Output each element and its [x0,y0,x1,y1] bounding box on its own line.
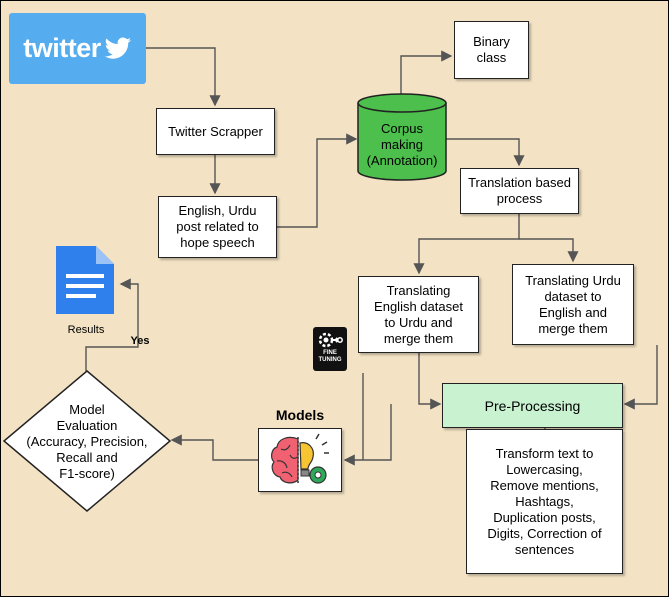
edge-pre-models [343,404,392,466]
edge-corpus-binary [400,50,453,96]
models-box [258,428,342,492]
translation-process-box: Translation based process [460,168,579,214]
corpus-label: Corpus making (Annotation) [366,121,438,168]
edge-models-eval [170,434,258,461]
document-icon [56,246,114,314]
edge-eval-results [85,278,139,371]
translate-urdu-box: Translating Urdu dataset to English and … [512,264,634,345]
evaluation-label: Model Evaluation (Accuracy, Precision, R… [26,402,148,481]
preprocessing-label: Pre-Processing [484,397,581,414]
translate-english-label: Translating English dataset to Urdu and … [374,282,463,346]
translate-english-box: Translating English dataset to Urdu and … [358,276,479,353]
preprocessing-steps-label: Transform text to Lowercasing, Remove me… [487,445,602,557]
gear-icon [318,332,343,348]
models-title: Models [275,407,325,423]
translate-urdu-label: Translating Urdu dataset to English and … [525,272,621,336]
evaluation-diamond [2,370,172,512]
edge-logo-scrapper [146,47,221,107]
yes-label: Yes [130,335,150,347]
twitter-logo: twitter [9,13,146,84]
brain-gear-icon [271,433,329,484]
fine-tuning-icon: FINE TUNING [313,327,347,371]
corpus-database-icon [357,93,447,181]
edge-translation-en [413,214,520,275]
edge-corpus-translation [445,138,525,167]
preprocessing-steps-box: Transform text to Lowercasing, Remove me… [466,429,623,574]
posts-box: English, Urdu post related to hope speec… [158,196,277,258]
edge-translation-ur [519,238,579,263]
preprocessing-box: Pre-Processing [442,383,623,428]
twitter-logo-text: twitter [23,33,101,63]
twitter-scrapper-box: Twitter Scrapper [156,108,275,155]
edge-ur-preprocessing [623,345,658,410]
translation-process-label: Translation based process [468,175,571,206]
fine-tuning-label: FINE TUNING [318,350,342,363]
posts-label: English, Urdu post related to hope speec… [176,203,259,250]
binary-class-box: Binary class [454,21,529,79]
edge-en-preprocessing [418,353,442,410]
edge-posts-corpus [277,133,358,228]
twitter-scrapper-label: Twitter Scrapper [168,123,263,139]
twitter-bird-icon [104,37,131,59]
binary-class-label: Binary class [473,34,510,65]
results-label: Results [67,324,105,336]
